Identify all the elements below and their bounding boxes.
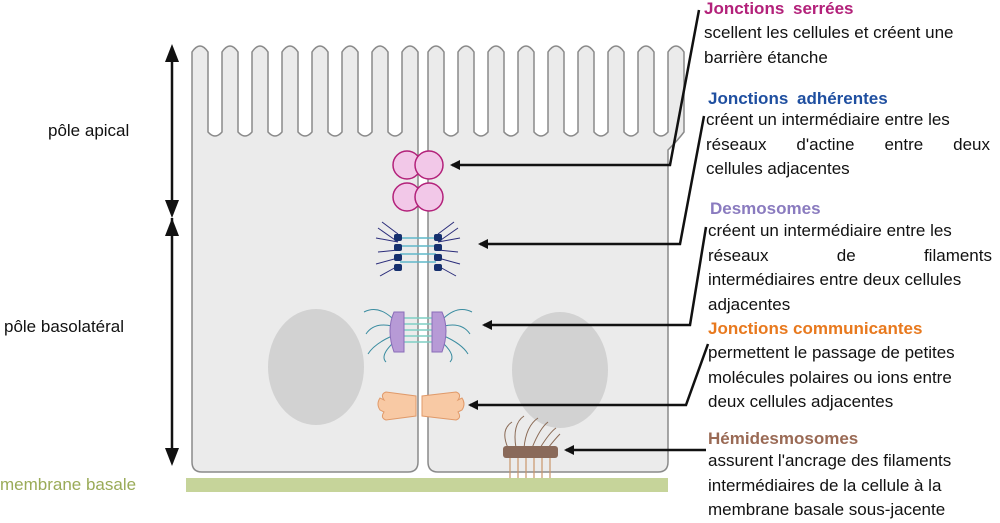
description-line: molécules polaires ou ions entre — [708, 367, 952, 387]
gap-junction-pointer — [468, 343, 710, 410]
gap-junction-description: permettent le passage de petites molécul… — [708, 341, 992, 415]
apical-arrow-top-head — [165, 44, 179, 62]
desmosome-pointer — [482, 226, 708, 330]
basal-membrane-label: membrane basale — [0, 475, 137, 494]
desmosome-description: créent un intermédiaire entre les réseau… — [708, 219, 992, 317]
basolateral-arrow-bottom-head — [165, 448, 179, 466]
tight-junction-pointer — [450, 9, 701, 170]
adherens-junction-title: Jonctions adhérentes — [708, 89, 888, 108]
description-line: intermédiaires de la cellule à la — [708, 475, 942, 495]
basolateral-arrow-top-head — [165, 218, 179, 236]
description-line: réseaux d'actine entre deux — [706, 134, 990, 154]
description-line: assurent l'ancrage des filaments — [708, 451, 952, 470]
description-line: membrane basale sous-jacente — [708, 500, 946, 519]
apical-arrow-bottom-head — [165, 200, 179, 218]
hemidesmosome-title: Hémidesmosomes — [708, 429, 859, 448]
description-line: créent un intermédiaire entre les — [708, 221, 952, 240]
description-line: barrière étanche — [704, 47, 828, 67]
left-nucleus — [268, 309, 364, 425]
description-line: créent un intermédiaire entre les — [706, 110, 950, 129]
description-line: réseaux de filaments — [708, 245, 992, 265]
gap-junction-title: Jonctions communicantes — [708, 319, 923, 338]
description-line: scellent les cellules et créent une — [704, 23, 954, 42]
right-nucleus — [512, 312, 608, 428]
description-line: deux cellules adjacentes — [708, 392, 894, 411]
adherens-junction-description: créent un intermédiaire entre les réseau… — [706, 108, 990, 182]
tight-junction-description: scellent les cellules et créent une barr… — [704, 21, 992, 70]
description-line: permettent le passage de petites — [708, 343, 955, 362]
basolateral-pole-label: pôle basolatéral — [4, 317, 125, 336]
adherens-junction-icon — [375, 221, 461, 277]
hemidesmosome-description: assurent l'ancrage des filaments intermé… — [708, 449, 992, 523]
gap-junction-icon — [377, 391, 465, 421]
description-line: intermédiaires entre deux cellules — [708, 270, 962, 289]
description-line: cellules adjacentes — [706, 159, 850, 178]
adherens-junction-pointer — [478, 115, 706, 249]
basal-membrane — [186, 478, 668, 492]
description-line: adjacentes — [708, 294, 791, 314]
tight-junction-title: Jonctions serrées — [704, 0, 854, 18]
right-cell — [427, 45, 685, 473]
tight-junction-icon — [392, 150, 444, 212]
desmosome-title: Desmosomes — [710, 199, 821, 218]
apical-pole-label: pôle apical — [48, 121, 130, 140]
desmosome-icon — [363, 309, 473, 363]
hemidesmosome-icon — [503, 415, 561, 478]
